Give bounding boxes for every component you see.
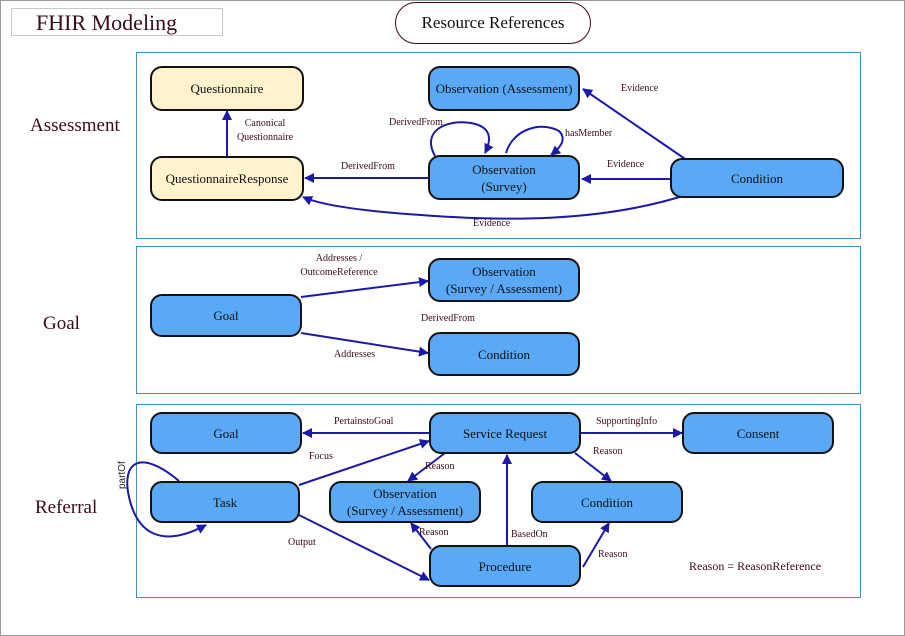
edge-output: [298, 514, 430, 581]
edge-label-derivedfrom-goal: DerivedFrom: [421, 313, 475, 324]
node-procedure[interactable]: Procedure: [429, 545, 581, 587]
edge-label-basedon: BasedOn: [511, 529, 548, 540]
edge-label-output: Output: [288, 537, 316, 548]
edge-evidence-obs-assessment: [582, 88, 692, 164]
edge-evidence-qr: [302, 193, 690, 220]
node-questionnaire[interactable]: Questionnaire: [150, 66, 304, 111]
edge-label-hasmember: hasMember: [565, 128, 613, 139]
edge-partof-self: [126, 461, 207, 538]
node-label: Condition: [730, 170, 783, 186]
node-label: Observation (Survey / Assessment): [445, 264, 563, 296]
node-label: Task: [212, 494, 238, 510]
edge-label-reason-sr-obs: Reason: [425, 461, 455, 472]
node-label: Condition: [580, 494, 633, 510]
diagram-title: Resource References: [395, 2, 591, 44]
node-label: Procedure: [478, 558, 532, 574]
node-label: Goal: [213, 425, 239, 441]
node-label: Observation (Survey): [472, 161, 536, 194]
edge-label-evidence-qr: Evidence: [473, 218, 511, 229]
edge-hasmember-self: [505, 125, 564, 156]
edge-label-derivedfrom-qr: DerivedFrom: [341, 161, 395, 172]
edge-focus: [298, 439, 430, 486]
edge-label-reason-proc-obs: Reason: [419, 527, 449, 538]
edge-reason-proc-obs: [410, 522, 432, 550]
edge-label-evidence-obs-survey: Evidence: [607, 159, 645, 170]
node-goal[interactable]: Goal: [150, 294, 302, 337]
node-label: Observation (Assessment): [435, 81, 573, 96]
node-questionnaire-response[interactable]: QuestionnaireResponse: [150, 156, 304, 201]
section-label-goal: Goal: [43, 313, 80, 334]
node-task[interactable]: Task: [150, 481, 300, 523]
node-label: Observation (Survey / Assessment): [346, 486, 464, 518]
edge-label-addresses-outcome: Addresses / OutcomeReference: [300, 253, 378, 278]
section-label-referral: Referral: [35, 497, 98, 518]
edge-derivedfrom-self: [429, 121, 494, 157]
edge-addresses-outcome: [300, 277, 429, 298]
node-condition-assessment[interactable]: Condition: [670, 158, 844, 198]
node-service-request[interactable]: Service Request: [429, 412, 581, 454]
edge-label-derivedfrom-self: DerivedFrom: [389, 117, 443, 128]
edge-label-focus: Focus: [309, 451, 333, 462]
node-label: Service Request: [462, 425, 548, 441]
node-referral-observation[interactable]: Observation (Survey / Assessment): [329, 481, 481, 523]
edge-reason-sr-obs: [407, 452, 446, 482]
app-title: FHIR Modeling: [11, 8, 223, 36]
node-referral-goal[interactable]: Goal: [150, 412, 302, 454]
edge-label-pertains-to-goal: PertainstoGoal: [334, 416, 394, 427]
edge-label-evidence-obs-assessment: Evidence: [621, 83, 659, 94]
node-label: QuestionnaireResponse: [165, 171, 289, 186]
edge-reason-proc-cond: [582, 522, 610, 568]
edge-label-partof: partOf: [117, 461, 128, 489]
edge-label-canonical-questionnaire: Canonical Questionnaire: [236, 118, 294, 143]
node-label: Condition: [477, 346, 530, 362]
legend-reason: Reason = ReasonReference: [689, 559, 822, 573]
edge-label-addresses: Addresses: [334, 349, 376, 360]
node-label: Questionnaire: [190, 81, 264, 96]
node-goal-condition[interactable]: Condition: [428, 332, 580, 376]
edge-label-reason-proc-cond: Reason: [598, 549, 628, 560]
section-label-assessment: Assessment: [30, 115, 120, 136]
node-observation-survey[interactable]: Observation (Survey): [428, 155, 580, 200]
node-referral-condition[interactable]: Condition: [531, 481, 683, 523]
edge-reason-sr-cond: [574, 452, 612, 482]
node-label: Goal: [213, 308, 239, 323]
node-consent[interactable]: Consent: [682, 412, 834, 454]
edge-addresses: [300, 332, 429, 357]
edge-label-reason-sr-cond: Reason: [593, 446, 623, 457]
node-goal-observation[interactable]: Observation (Survey / Assessment): [428, 258, 580, 302]
edge-label-supporting-info: SupportingInfo: [596, 416, 658, 427]
node-label: Consent: [736, 425, 780, 441]
node-observation-assessment[interactable]: Observation (Assessment): [428, 66, 580, 111]
